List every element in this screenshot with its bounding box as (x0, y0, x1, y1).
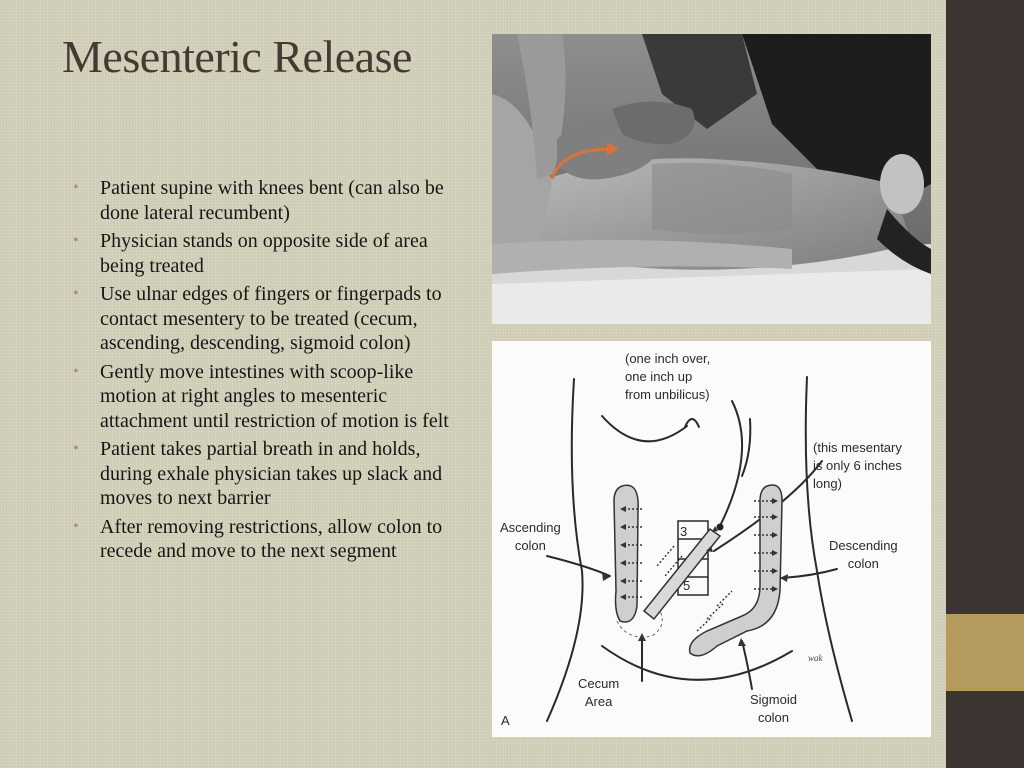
bullet-marker: • (73, 440, 79, 457)
bullet-item: • After removing restrictions, allow colo… (73, 515, 473, 564)
bullet-marker: • (73, 362, 79, 380)
panel-letter: A (501, 713, 510, 728)
abdomen-outline (546, 376, 853, 722)
technique-photo-illustration (492, 34, 931, 324)
bullet-marker: • (73, 232, 79, 249)
descending-label-line: colon (847, 556, 879, 571)
bullet-text: Patient supine with knees bent (can also… (100, 177, 444, 224)
descending-label-line: Descending (829, 538, 898, 553)
bullet-item: • Use ulnar edges of fingers or fingerpad… (73, 282, 473, 356)
right-note-line: (this mesentary (813, 440, 902, 455)
sigmoid-label-line: colon (757, 710, 790, 725)
ascending-label-line: colon (514, 538, 546, 553)
bullet-item: • Patient takes partial breath in and hol… (73, 437, 473, 511)
colon-diagram: (one inch over, one inch up from unbilic… (492, 341, 931, 737)
cecum-label-line: Area (584, 694, 613, 709)
top-note: (one inch over, one inch up from unbilic… (625, 350, 710, 404)
box-label-bottom: 5 (683, 578, 691, 593)
cecum-area-label: Cecum Area (578, 675, 619, 711)
bullet-text: Use ulnar edges of fingers or fingerpads… (100, 283, 442, 354)
sigmoid-label-line: Sigmoid (750, 692, 797, 707)
bullet-item: • Patient supine with knees bent (can als… (73, 176, 473, 225)
bullet-text: Patient takes partial breath in and hold… (100, 438, 443, 509)
bullet-text: Gently move intestines with scoop-like m… (100, 360, 449, 432)
ascending-colon-label: Ascending colon (500, 519, 561, 555)
box-label-top: 3 (680, 524, 688, 539)
cecum-label-line: Cecum (578, 676, 620, 691)
top-note-line: from unbilicus) (625, 387, 710, 402)
technique-photo (492, 34, 931, 324)
right-note: (this mesentary is only 6 inches long) (813, 439, 902, 493)
sidebar-accent (946, 614, 1024, 691)
sigmoid-colon-label: Sigmoid colon (750, 691, 797, 727)
bullet-item: • Gently move intestines with scoop-like … (73, 360, 473, 434)
slide-title: Mesenteric Release (62, 31, 412, 82)
ascending-label-line: Ascending (500, 520, 561, 535)
right-note-line: long) (813, 476, 842, 491)
bullet-item: • Physician stands on opposite side of ar… (73, 229, 473, 278)
right-note-line: is only 6 inches (813, 458, 902, 473)
bullet-text: Physician stands on opposite side of are… (100, 230, 428, 277)
top-note-line: one inch up (625, 369, 693, 384)
illustrator-signature: wak (808, 653, 823, 663)
bullet-text: After removing restrictions, allow colon… (100, 515, 443, 563)
bullet-marker: • (73, 517, 79, 535)
top-note-line: (one inch over, (625, 351, 711, 366)
bullet-marker: • (73, 285, 79, 302)
descending-colon-label: Descending colon (829, 537, 898, 573)
bullet-list: • Patient supine with knees bent (can als… (73, 176, 473, 568)
bullet-marker: • (73, 179, 79, 196)
